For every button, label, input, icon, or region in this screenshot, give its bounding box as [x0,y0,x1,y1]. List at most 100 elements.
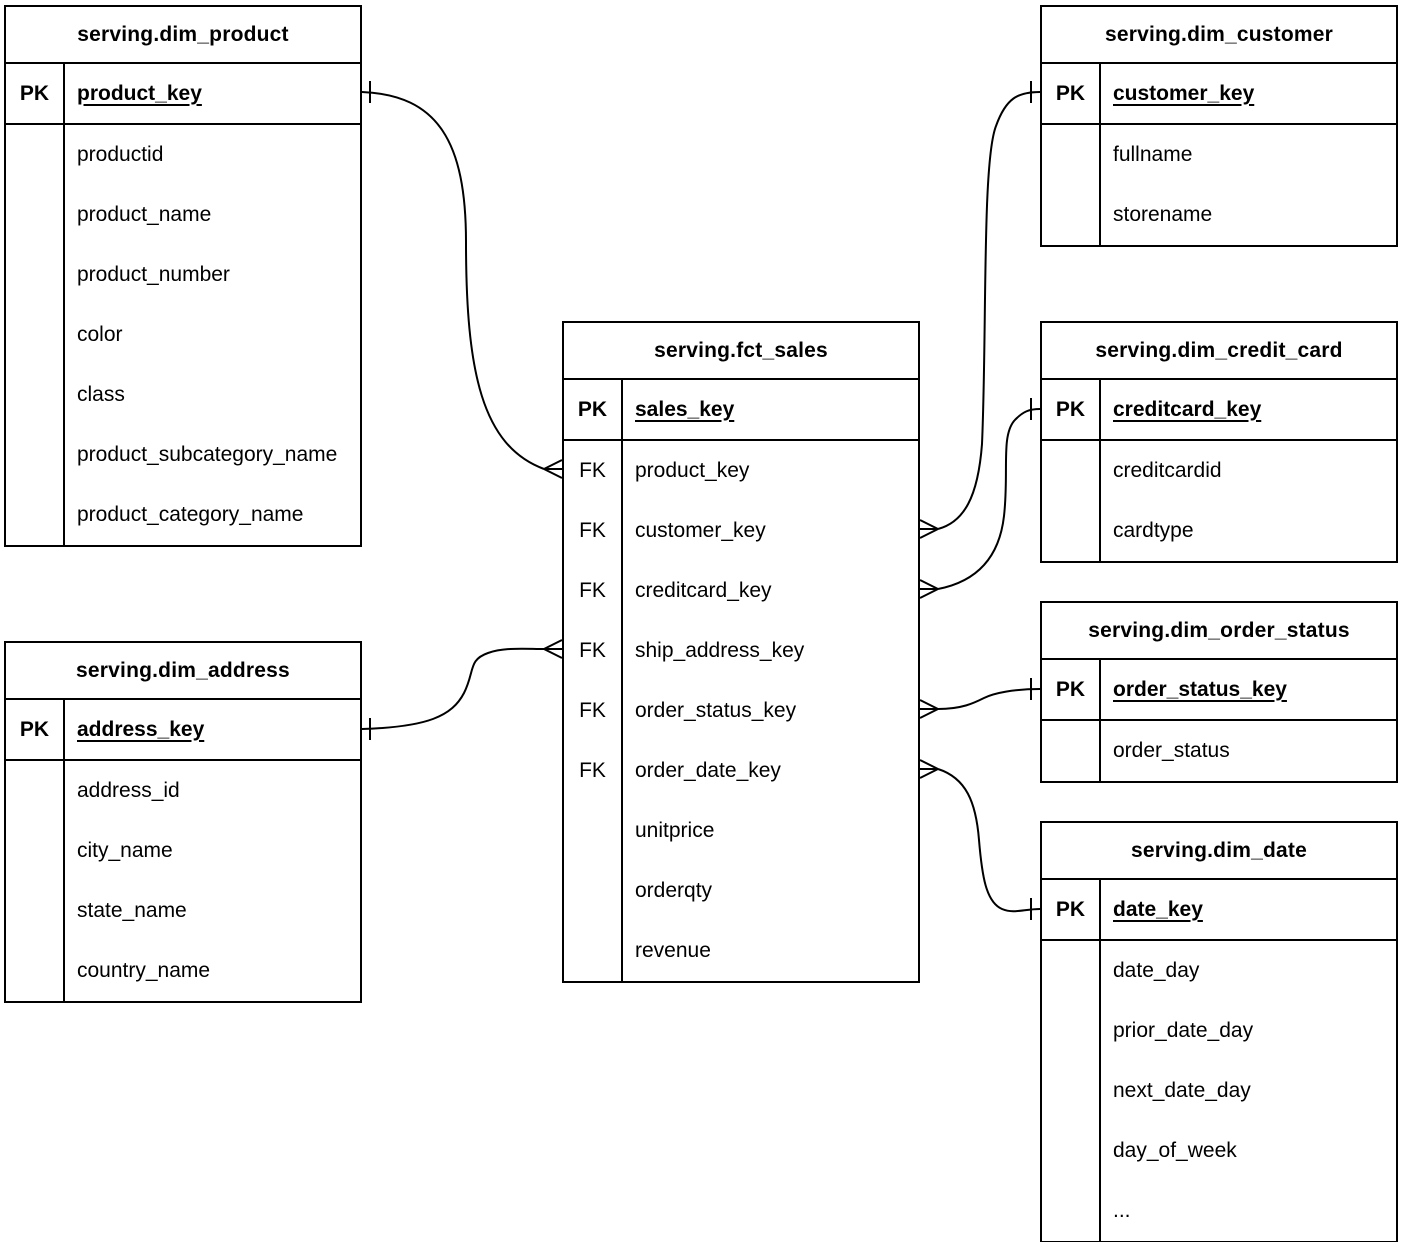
field-tag [6,881,65,941]
pk-field-name: address_key [77,717,205,741]
table-dim-credit-card: serving.dim_credit_card PK creditcard_ke… [1040,321,1398,563]
field-tag: FK [564,741,623,801]
table-row: storename [1042,185,1396,245]
field-name: fullname [1113,143,1193,167]
relationship-line [361,91,545,470]
table-row: product_category_name [6,485,360,545]
pk-field-name: creditcard_key [1113,397,1262,421]
field-tag [6,245,65,305]
table-row: state_name [6,881,360,941]
relationship-product-sales [361,81,563,479]
field-tag: FK [564,681,623,741]
pk-row: PK date_key [1042,880,1396,941]
many-cardinality-crowfoot-icon [919,579,939,599]
field-tag [1042,1001,1101,1061]
many-cardinality-crowfoot-icon [919,759,939,779]
field-tag [6,941,65,1001]
relationship-line [937,768,1041,913]
table-row: prior_date_day [1042,1001,1396,1061]
field-name: city_name [77,839,173,863]
field-name: prior_date_day [1113,1019,1254,1043]
field-name: ... [1113,1199,1131,1223]
field-tag [6,485,65,545]
table-row: FK creditcard_key [564,561,918,621]
field-tag [1042,125,1101,185]
field-name: cardtype [1113,519,1194,543]
table-row: ... [1042,1181,1396,1241]
field-name: class [77,383,125,407]
table-row: FK product_key [564,441,918,501]
table-row: class [6,365,360,425]
many-cardinality-crowfoot-icon [919,519,939,539]
field-tag [6,365,65,425]
pk-row: PK address_key [6,700,360,761]
field-name: productid [77,143,164,167]
table-title: serving.dim_date [1042,823,1396,880]
table-dim-date: serving.dim_date PK date_key date_day pr… [1040,821,1398,1242]
field-tag [1042,941,1101,1001]
field-name: order_status_key [635,699,797,723]
table-row: order_status [1042,721,1396,781]
relationship-sales-orderstatus [919,678,1041,719]
field-tag: FK [564,561,623,621]
field-name: next_date_day [1113,1079,1251,1103]
table-row: address_id [6,761,360,821]
field-name: ship_address_key [635,639,805,663]
table-row: product_number [6,245,360,305]
field-tag [6,761,65,821]
table-row: product_​subcategory_​name [6,425,360,485]
field-name: revenue [635,939,711,963]
field-tag [1042,1181,1101,1241]
table-title: serving.dim_product [6,7,360,64]
table-row: next_date_day [1042,1061,1396,1121]
relationship-sales-customer [919,81,1041,539]
field-name: unitprice [635,819,715,843]
field-name: state_name [77,899,187,923]
field-name: storename [1113,203,1213,227]
pk-field-name: order_status_key [1113,677,1287,701]
relationship-line [937,91,1041,530]
pk-tag: PK [6,700,65,759]
field-tag [6,425,65,485]
relationship-sales-creditcard [919,398,1041,599]
pk-field-name: customer_key [1113,81,1255,105]
pk-tag: PK [1042,64,1101,123]
field-tag: FK [564,621,623,681]
field-name: color [77,323,123,347]
pk-tag: PK [1042,880,1101,939]
field-name: customer_key [635,519,766,543]
pk-row: PK product_key [6,64,360,125]
field-name: address_id [77,779,180,803]
many-cardinality-crowfoot-icon [543,639,563,659]
table-row: country_name [6,941,360,1001]
table-row: fullname [1042,125,1396,185]
table-row: city_name [6,821,360,881]
field-tag: FK [564,501,623,561]
field-tag [1042,185,1101,245]
pk-row: PK creditcard_key [1042,380,1396,441]
field-name: product_​subcategory_​name [77,443,338,467]
pk-row: PK customer_key [1042,64,1396,125]
field-tag [564,801,623,861]
table-row: orderqty [564,861,918,921]
table-title: serving.dim_order_status [1042,603,1396,660]
table-dim-address: serving.dim_address PK address_key addre… [4,641,362,1003]
relationship-line [937,688,1041,710]
relationship-sales-date [919,759,1041,920]
table-fct-sales: serving.fct_sales PK sales_key FK produc… [562,321,920,983]
table-row: productid [6,125,360,185]
table-dim-customer: serving.dim_customer PK customer_key ful… [1040,5,1398,247]
many-cardinality-crowfoot-icon [543,459,563,479]
table-row: FK order_date_key [564,741,918,801]
field-tag [1042,501,1101,561]
table-row: creditcardid [1042,441,1396,501]
field-tag [564,921,623,981]
pk-tag: PK [1042,660,1101,719]
field-name: product_key [635,459,750,483]
table-title: serving.dim_customer [1042,7,1396,64]
table-title: serving.dim_credit_card [1042,323,1396,380]
field-name: product_name [77,203,212,227]
field-tag [1042,1061,1101,1121]
table-dim-order-status: serving.dim_order_status PK order_status… [1040,601,1398,783]
pk-row: PK sales_key [564,380,918,441]
